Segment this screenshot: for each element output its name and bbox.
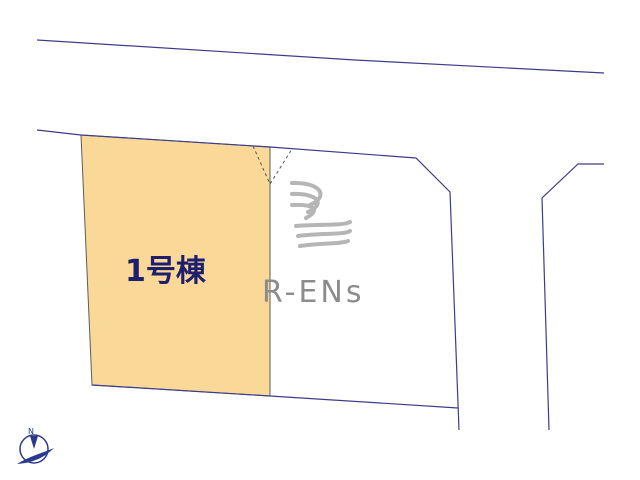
block-boundary-bottom: [91, 384, 459, 409]
compass-north-letter: N: [28, 427, 34, 436]
lot-label: 1号棟: [125, 254, 207, 289]
compass-swoosh: [17, 448, 54, 464]
compass-needle: [30, 436, 38, 449]
compass-ring: [19, 434, 49, 464]
north-arrow-icon: N: [17, 427, 54, 464]
watermark-logo-icon: [290, 180, 352, 248]
corner-cut-dashed-line: [252, 145, 293, 186]
road-boundary-right: [541, 163, 604, 431]
watermark-text: R-ENs: [262, 275, 364, 310]
road-boundary-top: [36, 39, 605, 74]
block-boundary-left: [36, 129, 460, 431]
